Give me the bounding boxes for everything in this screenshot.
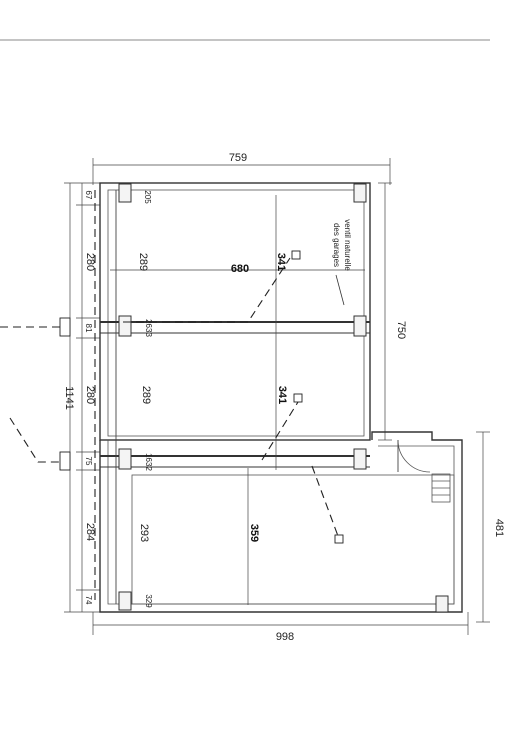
inner-wall-main: [107, 189, 365, 437]
inner-wall-annex: [107, 440, 455, 605]
staircase: [431, 473, 451, 503]
dim-room2-depth-right: 341: [276, 386, 288, 404]
dim-room2-depth-left: 289: [140, 386, 152, 404]
outer-wall-annex: [99, 431, 463, 613]
door-swing: [397, 439, 431, 473]
dim-small-205: 205: [143, 190, 152, 204]
dimension-left-chain: [64, 182, 100, 613]
dim-room3-depth-left: 293: [138, 524, 150, 542]
wall-box: [59, 451, 71, 471]
dashed-line-left-2: [9, 417, 62, 463]
outlet-symbol: [291, 250, 301, 260]
dim-bay-280-b: 280: [84, 386, 96, 404]
column: [118, 448, 132, 470]
dim-wall-74: 74: [84, 596, 93, 605]
dim-small-1632: 1632: [144, 453, 153, 471]
dashed-line-room1: [110, 257, 291, 323]
dimension-top: [92, 158, 391, 185]
outlet-symbol: [293, 393, 303, 403]
annex-slab: [131, 474, 455, 605]
column: [118, 591, 132, 611]
dim-bay-280-a: 280: [84, 253, 96, 271]
dim-room1-depth-right: 341: [275, 253, 287, 271]
dimension-bottom: [92, 612, 469, 635]
outlet-symbol: [334, 534, 344, 544]
dim-overall-bottom: 998: [276, 631, 294, 643]
note-leader: [335, 274, 345, 306]
column: [118, 315, 132, 337]
outer-wall-main: [99, 182, 371, 441]
dim-small-329: 329: [144, 594, 153, 608]
dim-right-annex: 481: [493, 519, 505, 537]
wall-box: [59, 317, 71, 337]
dimension-right-annex: [476, 431, 490, 623]
column: [118, 183, 132, 203]
dim-wall-75: 75: [84, 457, 93, 466]
column: [353, 315, 367, 337]
dim-room3-depth-right: 359: [248, 524, 260, 542]
dim-right-main: 750: [395, 321, 407, 339]
dimension-right-main: [378, 182, 392, 441]
column: [353, 183, 367, 203]
column: [435, 595, 449, 613]
dim-bay-284: 284: [84, 523, 96, 541]
dim-wall-81: 81: [84, 324, 93, 333]
dim-wall-67: 67: [84, 191, 93, 200]
dashed-line-room2: [261, 401, 299, 461]
dim-left-total: 1141: [63, 386, 75, 410]
dim-small-2633: 2633: [144, 319, 153, 337]
dim-room1-depth-left: 289: [137, 253, 149, 271]
column: [353, 448, 367, 470]
note-line-2: des garages: [332, 223, 341, 267]
dashed-line-room3: [311, 465, 339, 537]
dim-overall-top: 759: [229, 152, 247, 164]
note-line-1: ventil naturelle: [343, 219, 352, 271]
dim-room1-width: 680: [231, 263, 249, 275]
